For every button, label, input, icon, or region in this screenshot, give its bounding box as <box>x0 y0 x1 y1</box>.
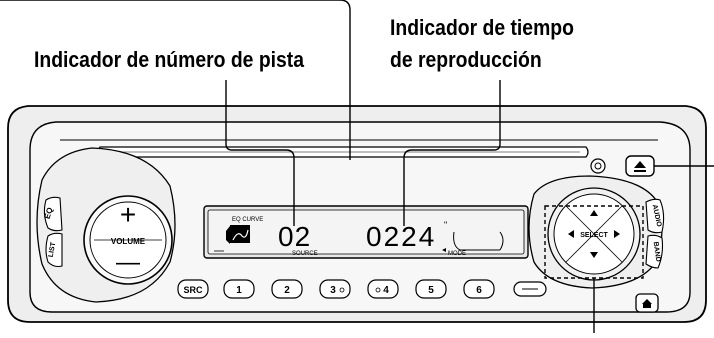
preset-button-2[interactable]: 2 <box>271 279 303 299</box>
preset-button-4[interactable]: 4 <box>367 279 399 299</box>
audio-button-label: AUDIO <box>651 204 663 228</box>
arrow-up-icon[interactable] <box>590 210 598 216</box>
callout-play-time-indicator-line2: de reproducción <box>390 47 542 72</box>
mode-label: MODE <box>448 251 466 257</box>
callout-line-cd-slot <box>0 0 351 160</box>
svg-text:": " <box>444 220 447 230</box>
select-joystick[interactable]: SELECT <box>547 187 641 281</box>
arrow-right-icon[interactable] <box>614 230 620 238</box>
callout-line-time <box>403 80 501 226</box>
callout-track-number-indicator: Indicador de número de pista <box>34 47 305 72</box>
volume-label: VOLUME <box>111 237 146 246</box>
band-button[interactable]: BAND <box>645 234 664 269</box>
preset-label: 5 <box>428 285 434 296</box>
preset-label: SRC <box>183 285 203 295</box>
list-button-label: LIST <box>48 241 58 258</box>
eq-curve-icon <box>226 225 250 244</box>
audio-button[interactable]: AUDIO <box>645 198 665 234</box>
eject-icon <box>634 161 646 172</box>
eq-curve-label: EQ CURVE <box>232 217 263 223</box>
volume-knob[interactable]: + VOLUME — <box>83 195 173 285</box>
detach-button[interactable] <box>635 293 659 313</box>
small-round-button[interactable] <box>590 158 606 174</box>
preset-label: 2 <box>284 285 290 296</box>
select-label: SELECT <box>580 232 608 239</box>
preset-button-6[interactable]: 6 <box>463 279 495 299</box>
play-time-display: 0224 <box>366 221 436 252</box>
preset-label: 6 <box>476 285 482 296</box>
preset-label: 3 <box>330 285 336 296</box>
blank-button[interactable] <box>513 281 547 297</box>
band-button-label: BAND <box>652 241 662 262</box>
volume-minus[interactable]: — <box>116 249 140 276</box>
eq-button-label: EQ <box>43 206 55 220</box>
preset-button-3[interactable]: 3 <box>319 279 351 299</box>
mode-bracket <box>453 231 500 251</box>
preset-button-1[interactable]: 1 <box>223 279 255 299</box>
callout-play-time-indicator-line1: Indicador de tiempo <box>390 15 574 40</box>
detach-icon <box>642 299 652 308</box>
preset-label: 1 <box>236 285 242 296</box>
eq-button[interactable]: EQ <box>43 196 63 232</box>
arrow-down-icon[interactable] <box>590 252 598 258</box>
source-label: SOURCE <box>292 251 318 257</box>
preset-button-src[interactable]: SRC <box>177 279 209 299</box>
arrow-left-icon[interactable] <box>568 230 574 238</box>
lcd-display: EQ CURVE 02 0224 " SOURCE MODE <box>203 205 529 259</box>
preset-button-5[interactable]: 5 <box>415 279 447 299</box>
eject-button[interactable] <box>625 155 655 177</box>
volume-plus[interactable]: + <box>120 199 136 230</box>
preset-label: 4 <box>383 285 389 296</box>
callout-line-track <box>225 80 295 226</box>
track-number-display: 02 <box>278 221 311 252</box>
list-button[interactable]: LIST <box>45 232 63 268</box>
